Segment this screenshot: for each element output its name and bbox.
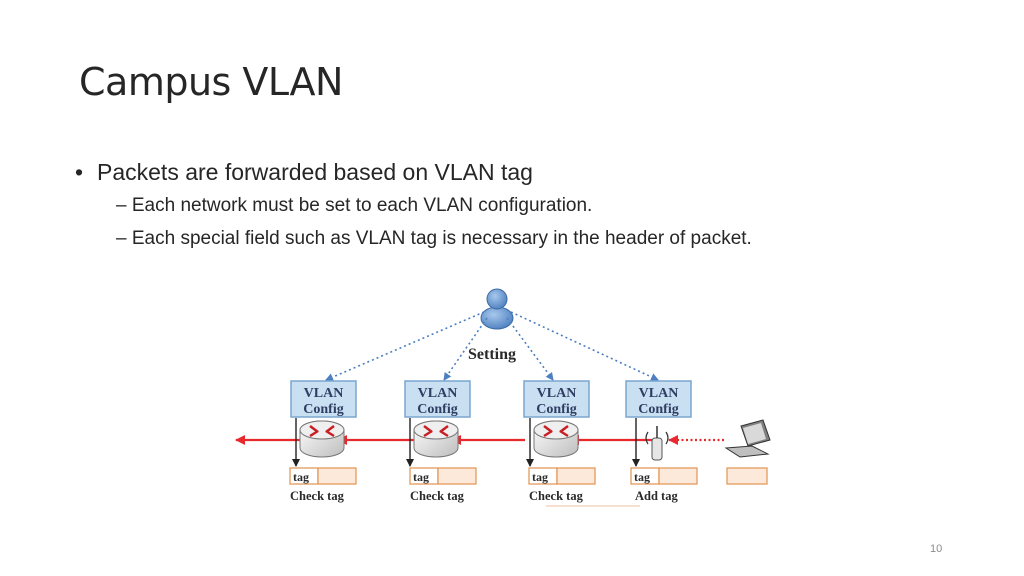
config-down-arrows — [292, 418, 640, 467]
setting-line — [510, 311, 659, 381]
config-box: VLAN Config — [404, 380, 471, 418]
config-box: VLAN Config — [625, 380, 692, 418]
setting-lines — [325, 311, 659, 381]
config-line1: VLAN — [537, 386, 577, 401]
packet-header: tag — [289, 467, 357, 485]
config-line2: Config — [303, 402, 343, 417]
untagged-packet — [726, 467, 768, 485]
router-icon — [533, 420, 579, 458]
packet-header: tag — [409, 467, 477, 485]
config-line1: VLAN — [418, 386, 458, 401]
router-icon — [299, 420, 345, 458]
node-caption: Check tag — [529, 489, 584, 503]
router-icon — [413, 420, 459, 458]
setting-label: Setting — [468, 346, 516, 363]
config-line2: Config — [417, 402, 457, 417]
tag-label: tag — [532, 470, 548, 484]
config-line2: Config — [638, 402, 678, 417]
slide-title: Campus VLAN — [79, 60, 343, 104]
bullet-item: • Packets are forwarded based on VLAN tag — [75, 155, 752, 189]
config-line2: Config — [536, 402, 576, 417]
sub-bullet-item: – Each special field such as VLAN tag is… — [75, 222, 752, 255]
tag-label: tag — [634, 470, 650, 484]
user-icon — [480, 288, 514, 330]
setting-line — [325, 311, 485, 381]
dash-icon: – — [116, 195, 132, 216]
sub-bullet-text: Each special field such as VLAN tag is n… — [131, 228, 752, 249]
packet-header: tag — [528, 467, 596, 485]
node-caption: Add tag — [635, 489, 678, 503]
config-line1: VLAN — [304, 386, 344, 401]
bullet-list: • Packets are forwarded based on VLAN tag… — [75, 155, 752, 255]
config-box: VLAN Config — [290, 380, 357, 418]
node-caption: Check tag — [410, 489, 465, 503]
access-point-icon — [645, 426, 669, 461]
packet-header: tag — [630, 467, 698, 485]
sub-bullet-text: Each network must be set to each VLAN co… — [131, 195, 593, 216]
tag-label: tag — [413, 470, 429, 484]
bullet-text: Packets are forwarded based on VLAN tag — [97, 159, 533, 185]
page-number: 10 — [930, 543, 943, 555]
config-line1: VLAN — [639, 386, 679, 401]
config-box: VLAN Config — [523, 380, 590, 418]
laptop-icon — [724, 419, 771, 458]
dash-icon: – — [116, 228, 132, 249]
sub-bullet-item: – Each network must be set to each VLAN … — [75, 189, 752, 222]
node-caption: Check tag — [290, 489, 345, 503]
tag-label: tag — [293, 470, 309, 484]
bullet-dot-icon: • — [75, 159, 84, 185]
